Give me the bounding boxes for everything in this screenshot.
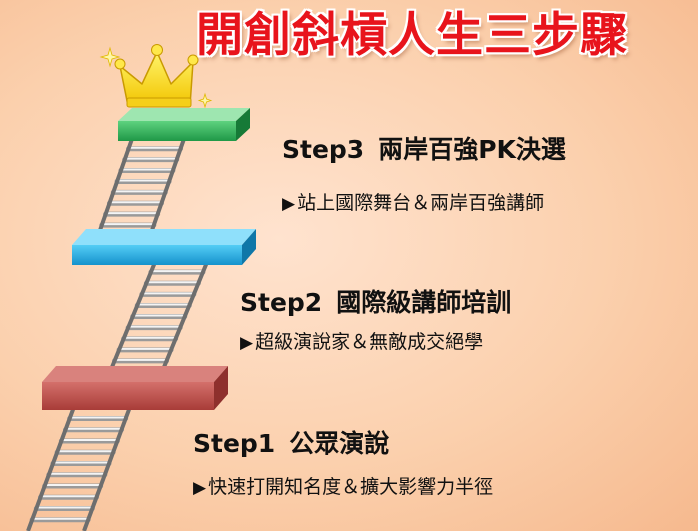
step3-heading: Step3 兩岸百強PK決選 — [282, 130, 566, 166]
ladder-3 — [26, 395, 136, 531]
step3-label: Step3 — [282, 135, 365, 164]
platform-step1 — [42, 366, 228, 410]
ladders — [26, 115, 214, 531]
crown-icon — [114, 44, 199, 108]
ladder-2 — [108, 249, 214, 373]
ladder-rail — [82, 395, 136, 531]
step1-label: Step1 — [193, 429, 276, 458]
step1-description: ▶快速打開知名度＆擴大影響力半徑 — [193, 472, 493, 499]
step2-description-text: 超級演說家＆無敵成交絕學 — [255, 331, 484, 353]
step1-heading: Step1 公眾演說 — [193, 424, 389, 460]
platform-step3 — [118, 108, 250, 141]
page-title: 開創斜槓人生三步驟 — [196, 8, 628, 63]
step2-title: 國際級講師培訓 — [336, 288, 512, 317]
ladder-rail — [160, 249, 214, 373]
step2-heading: Step2 國際級講師培訓 — [240, 283, 511, 319]
step3-description: ▶站上國際舞台＆兩岸百強講師 — [282, 188, 544, 215]
step2-description: ▶超級演說家＆無敵成交絕學 — [240, 327, 483, 354]
sparkle-icon — [99, 46, 121, 68]
step1-description-text: 快速打開知名度＆擴大影響力半徑 — [208, 476, 494, 498]
sparkle-icon — [197, 92, 213, 109]
ladder-rail — [108, 249, 162, 373]
triangle-bullet-icon: ▶ — [282, 194, 296, 214]
triangle-bullet-icon: ▶ — [240, 333, 254, 353]
ladder-rail — [26, 395, 80, 531]
step2-label: Step2 — [240, 288, 323, 317]
step1-title: 公眾演說 — [289, 429, 390, 458]
platform-step2 — [72, 229, 256, 265]
step3-description-text: 站上國際舞台＆兩岸百強講師 — [297, 192, 545, 214]
triangle-bullet-icon: ▶ — [193, 478, 207, 498]
step3-title: 兩岸百強PK決選 — [378, 135, 566, 164]
